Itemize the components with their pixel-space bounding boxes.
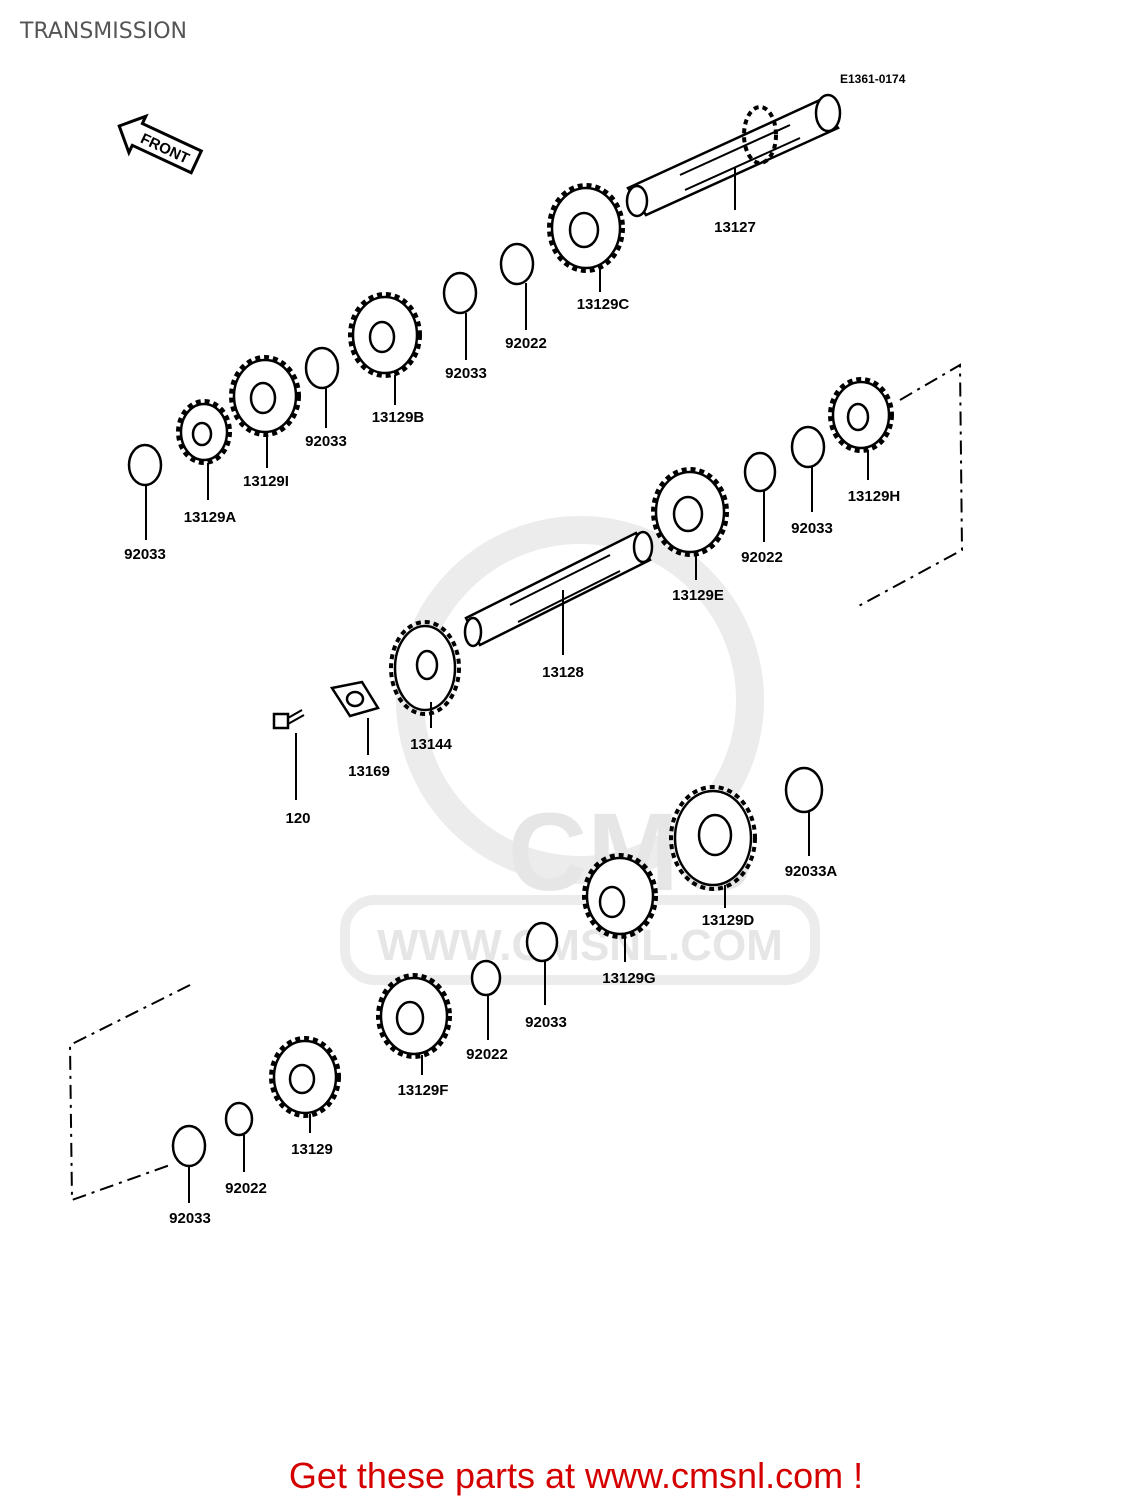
- label-92033-d: 92033: [791, 520, 833, 537]
- label-13129: 13129: [291, 1141, 333, 1158]
- label-13128: 13128: [542, 664, 584, 681]
- washer-92022-d-icon: [224, 1101, 254, 1137]
- circlip-92033-a-icon: [442, 271, 478, 315]
- label-13129I: 13129I: [243, 473, 289, 490]
- gear-13129F-icon: [376, 973, 452, 1059]
- gear-13129H-icon: [828, 377, 894, 453]
- page-title: TRANSMISSION: [19, 19, 187, 44]
- label-92022-b: 92022: [741, 549, 783, 566]
- label-13129E: 13129E: [672, 587, 724, 604]
- gear-13129G-icon: [582, 853, 658, 939]
- label-13129F: 13129F: [398, 1082, 449, 1099]
- gear-13129A-icon: [176, 399, 232, 465]
- circlip-92033-c-icon: [127, 443, 163, 487]
- watermark-url: WWW.CMSNL.COM: [377, 921, 783, 970]
- front-arrow-icon: FRONT: [117, 113, 204, 175]
- label-13129B: 13129B: [372, 409, 425, 426]
- label-13129A: 13129A: [184, 509, 237, 526]
- label-13169: 13169: [348, 763, 390, 780]
- label-92022-a: 92022: [505, 335, 547, 352]
- shaft-13128-icon: [463, 530, 654, 648]
- gear-13129E-icon: [651, 467, 729, 557]
- circlip-92033-d-icon: [790, 425, 826, 469]
- label-92033-e: 92033: [525, 1014, 567, 1031]
- sprocket-13144-icon: [389, 620, 461, 716]
- circlip-92033A-icon: [784, 766, 824, 814]
- washer-92022-c-icon: [470, 959, 502, 997]
- diagram-reference: E1361-0174: [840, 72, 906, 86]
- label-92033-a: 92033: [445, 365, 487, 382]
- washer-92022-b-icon: [743, 451, 777, 493]
- label-92033-f: 92033: [169, 1210, 211, 1227]
- footer-link[interactable]: Get these parts at www.cmsnl.com !: [289, 1455, 863, 1496]
- label-92033A: 92033A: [785, 863, 838, 880]
- gear-13129-icon: [269, 1036, 341, 1118]
- gear-13129B-icon: [348, 292, 422, 378]
- label-13129C: 13129C: [577, 296, 630, 313]
- gear-13129D-icon: [669, 785, 757, 891]
- label-120: 120: [285, 810, 310, 827]
- label-13127: 13127: [714, 219, 756, 236]
- plate-13169-icon: [329, 680, 380, 718]
- circlip-92033-b-icon: [304, 346, 340, 390]
- bolt-120-icon: [272, 709, 305, 730]
- gear-13129C-icon: [547, 183, 625, 273]
- circlip-92033-f-icon: [171, 1124, 207, 1168]
- label-92022-d: 92022: [225, 1180, 267, 1197]
- washer-92022-a-icon: [499, 242, 535, 286]
- label-13129H: 13129H: [848, 488, 901, 505]
- shaft-13127-icon: [625, 93, 842, 218]
- circlip-92033-e-icon: [525, 921, 559, 963]
- label-92022-c: 92022: [466, 1046, 508, 1063]
- assembly-line-left: [68, 984, 191, 1202]
- label-13129D: 13129D: [702, 912, 755, 929]
- label-13144: 13144: [410, 736, 452, 753]
- label-92033-b: 92033: [305, 433, 347, 450]
- label-92033-c: 92033: [124, 546, 166, 563]
- gear-13129I-icon: [229, 355, 301, 437]
- assembly-line-right: [854, 363, 964, 609]
- label-13129G: 13129G: [602, 970, 655, 987]
